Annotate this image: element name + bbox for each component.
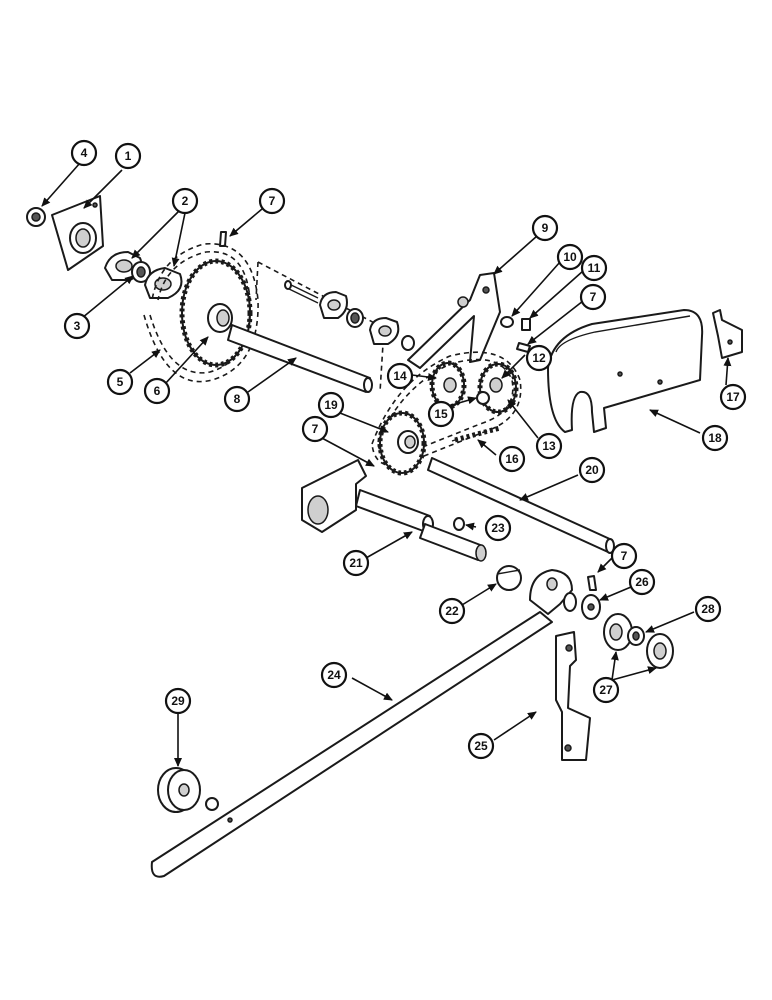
svg-text:17: 17 <box>726 390 740 404</box>
part-9-idler-arm <box>407 272 501 369</box>
part-29-pulley <box>157 767 219 813</box>
callout-2: 2 <box>171 187 199 215</box>
svg-text:20: 20 <box>585 463 599 477</box>
svg-text:18: 18 <box>708 431 722 445</box>
part-27-disc-b <box>646 633 674 669</box>
part-27-disc-a <box>603 613 633 651</box>
svg-text:25: 25 <box>474 739 488 753</box>
part-13-sprocket <box>477 361 519 415</box>
part-4-bushing <box>26 207 46 227</box>
callout-24: 24 <box>320 661 348 689</box>
svg-text:22: 22 <box>445 604 459 618</box>
part-19-sprocket <box>377 410 427 476</box>
callout-4: 4 <box>70 139 98 167</box>
svg-text:14: 14 <box>393 369 407 383</box>
part-20-rod <box>427 457 615 554</box>
part-3-bearing <box>131 261 151 283</box>
svg-text:7: 7 <box>312 422 319 436</box>
callout-8: 8 <box>223 385 251 413</box>
svg-text:1: 1 <box>125 149 132 163</box>
callout-16: 16 <box>498 445 526 473</box>
part-21-tube <box>355 489 487 562</box>
callout-7-right: 7 <box>579 283 607 311</box>
svg-text:24: 24 <box>327 668 341 682</box>
callout-29: 29 <box>164 687 192 715</box>
svg-text:15: 15 <box>434 407 448 421</box>
callout-9: 9 <box>531 214 559 242</box>
part-10-nut <box>500 316 514 328</box>
callout-18: 18 <box>701 424 729 452</box>
svg-text:9: 9 <box>542 221 549 235</box>
callout-26: 26 <box>628 568 656 596</box>
part-18-chain-guard <box>547 309 704 433</box>
part-8-shaft <box>227 324 373 393</box>
part-24-lever-arm <box>150 569 573 878</box>
part-16-spring <box>451 425 501 443</box>
svg-text:8: 8 <box>234 392 241 406</box>
svg-text:19: 19 <box>324 398 338 412</box>
part-7-key-top <box>219 231 227 247</box>
callout-17: 17 <box>719 383 747 411</box>
part-7-key-right <box>516 342 531 353</box>
svg-text:23: 23 <box>491 521 505 535</box>
svg-text:6: 6 <box>154 384 161 398</box>
svg-text:4: 4 <box>81 146 88 160</box>
callout-23: 23 <box>484 514 512 542</box>
callout-28: 28 <box>694 595 722 623</box>
callout-12: 12 <box>525 344 553 372</box>
callout-6: 6 <box>143 377 171 405</box>
part-17-bracket <box>712 309 743 359</box>
svg-text:11: 11 <box>588 261 601 275</box>
callout-7-lower: 7 <box>610 542 638 570</box>
svg-text:21: 21 <box>349 556 363 570</box>
svg-text:12: 12 <box>532 351 546 365</box>
svg-text:10: 10 <box>563 250 577 264</box>
svg-text:27: 27 <box>599 683 613 697</box>
part-26-washer <box>563 592 601 620</box>
part-15-spacer <box>476 391 490 405</box>
svg-text:28: 28 <box>701 602 715 616</box>
callout-11: 11 <box>580 254 608 282</box>
part-u-bracket <box>301 459 367 533</box>
part-7-key-lower <box>587 575 597 591</box>
callout-1: 1 <box>114 142 142 170</box>
part-14-small-sprocket <box>429 360 467 410</box>
callout-19: 19 <box>317 391 345 419</box>
part-1-bearing-plate <box>51 195 104 271</box>
part-bearing-flange-mid <box>319 291 364 328</box>
svg-text:5: 5 <box>117 375 124 389</box>
svg-text:3: 3 <box>74 319 81 333</box>
callout-21: 21 <box>342 549 370 577</box>
callout-5: 5 <box>106 368 134 396</box>
callout-3: 3 <box>63 312 91 340</box>
svg-text:7: 7 <box>590 290 597 304</box>
svg-text:16: 16 <box>505 452 519 466</box>
part-5-drive-chain <box>143 243 259 383</box>
svg-text:7: 7 <box>621 549 628 563</box>
callout-7-mid: 7 <box>301 415 329 443</box>
part-22-bushing <box>496 565 522 591</box>
part-11-washer <box>521 318 531 331</box>
callout-25: 25 <box>467 732 495 760</box>
callout-22: 22 <box>438 597 466 625</box>
callout-27: 27 <box>592 676 620 704</box>
part-23-set-screw <box>453 517 465 531</box>
svg-text:2: 2 <box>182 194 189 208</box>
callout-7-top: 7 <box>258 187 286 215</box>
part-25-mount-bracket <box>555 631 591 761</box>
callout-10: 10 <box>556 243 584 271</box>
callout-20: 20 <box>578 456 606 484</box>
part-bearing-flange-right <box>369 317 415 351</box>
shaft-assembly-outline <box>255 261 385 393</box>
part-28-nut <box>627 626 645 646</box>
svg-text:7: 7 <box>269 194 276 208</box>
callout-15: 15 <box>427 400 455 428</box>
callout-13: 13 <box>535 432 563 460</box>
svg-text:26: 26 <box>635 575 649 589</box>
svg-text:29: 29 <box>171 694 185 708</box>
svg-text:13: 13 <box>542 439 556 453</box>
callout-14: 14 <box>386 362 414 390</box>
